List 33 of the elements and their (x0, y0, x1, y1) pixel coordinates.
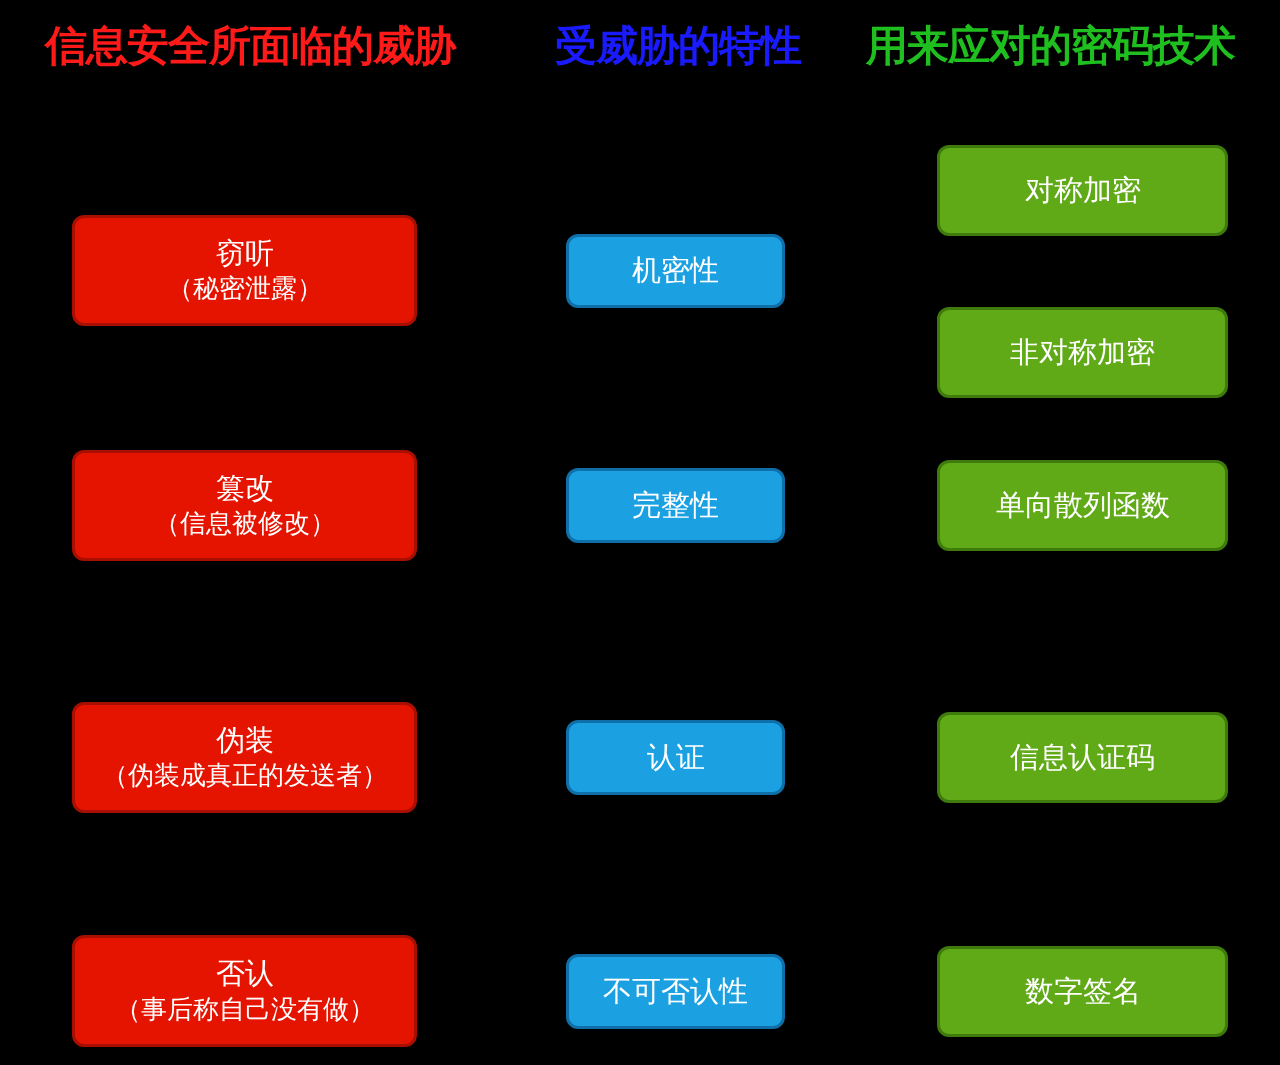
threat-box (72, 450, 417, 561)
node-title: 不可否认性 (603, 972, 748, 1010)
node-title: 单向散列函数 (995, 486, 1170, 524)
property-box (566, 468, 785, 543)
node-title: 篡改 (215, 469, 274, 507)
threat-box (72, 702, 417, 813)
technique-box (937, 145, 1228, 236)
node-title: 伪装 (215, 721, 274, 759)
technique-box (937, 946, 1228, 1037)
node-title: 信息认证码 (1010, 738, 1155, 776)
node-subtitle: （信息被修改） (153, 507, 336, 541)
column-heading: 受威胁的特性 (555, 20, 801, 72)
node-title: 窃听 (215, 234, 274, 272)
property-box (566, 954, 785, 1029)
node-title: 否认 (215, 955, 274, 993)
node-title: 认证 (646, 738, 705, 776)
threat-box (72, 215, 417, 326)
technique-box (937, 307, 1228, 398)
column-heading: 信息安全所面临的威胁 (45, 20, 455, 72)
node-subtitle: （秘密泄露） (166, 272, 323, 306)
column-heading: 用来应对的密码技术 (866, 20, 1235, 72)
technique-box (937, 712, 1228, 803)
threat-box (72, 935, 417, 1047)
property-box (566, 720, 785, 795)
technique-box (937, 460, 1228, 551)
node-title: 完整性 (632, 486, 719, 524)
property-box (566, 234, 785, 308)
node-title: 机密性 (632, 252, 719, 290)
node-title: 非对称加密 (1010, 333, 1155, 371)
node-title: 数字签名 (1024, 972, 1141, 1010)
node-subtitle: （伪装成真正的发送者） (101, 759, 388, 793)
node-subtitle: （事后称自己没有做） (114, 992, 375, 1026)
node-title: 对称加密 (1024, 171, 1141, 209)
